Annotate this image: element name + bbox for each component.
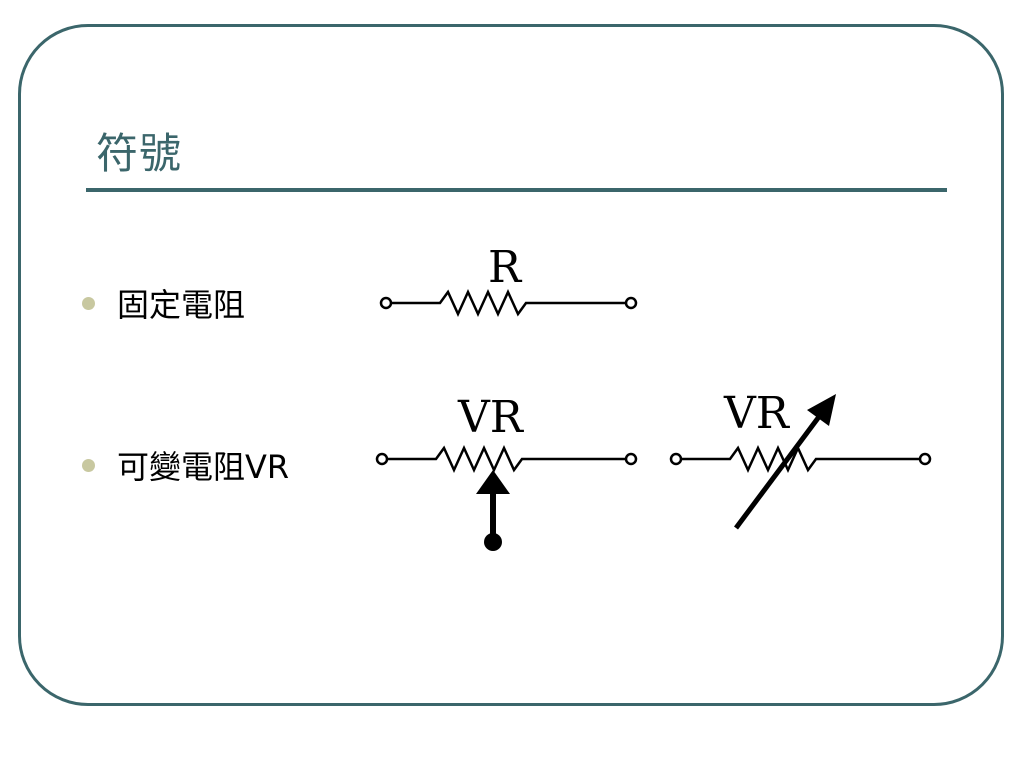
resistor-zigzag-icon — [681, 444, 919, 474]
adjust-arrow-head-icon — [807, 394, 836, 426]
title-underline — [86, 188, 947, 192]
symbol-fixed-resistor: R — [379, 242, 638, 318]
slide-frame — [18, 24, 1004, 706]
slide-title: 符號 — [96, 129, 183, 178]
bullet-item: 可變電阻VR — [82, 442, 289, 488]
bullet-item: 固定電阻 — [82, 280, 245, 326]
terminal-left-icon — [669, 452, 683, 466]
bullet-dot-icon — [82, 458, 95, 472]
bullet-text-fixed-resistor: 固定電阻 — [117, 286, 246, 324]
symbol-variable-resistor: VR — [669, 388, 932, 530]
symbol-label-r: R — [488, 242, 523, 293]
resistor-zigzag-icon — [387, 444, 625, 474]
bullet-text-variable-resistor: 可變電阻VR — [117, 448, 290, 486]
terminal-left-icon — [379, 296, 393, 310]
wiper-terminal-icon — [484, 533, 502, 551]
wiper-arrow-head-icon — [476, 470, 510, 494]
terminal-right-icon — [624, 296, 638, 310]
bullet-dot-icon — [82, 296, 95, 310]
terminal-right-icon — [624, 452, 638, 466]
symbol-label-vr: VR — [457, 392, 525, 443]
terminal-right-icon — [918, 452, 932, 466]
symbol-potentiometer: VR — [375, 392, 638, 551]
resistor-zigzag-icon — [391, 288, 625, 318]
adjust-arrow-shaft — [733, 408, 827, 530]
terminal-left-icon — [375, 452, 389, 466]
symbol-label-vr: VR — [723, 388, 791, 439]
